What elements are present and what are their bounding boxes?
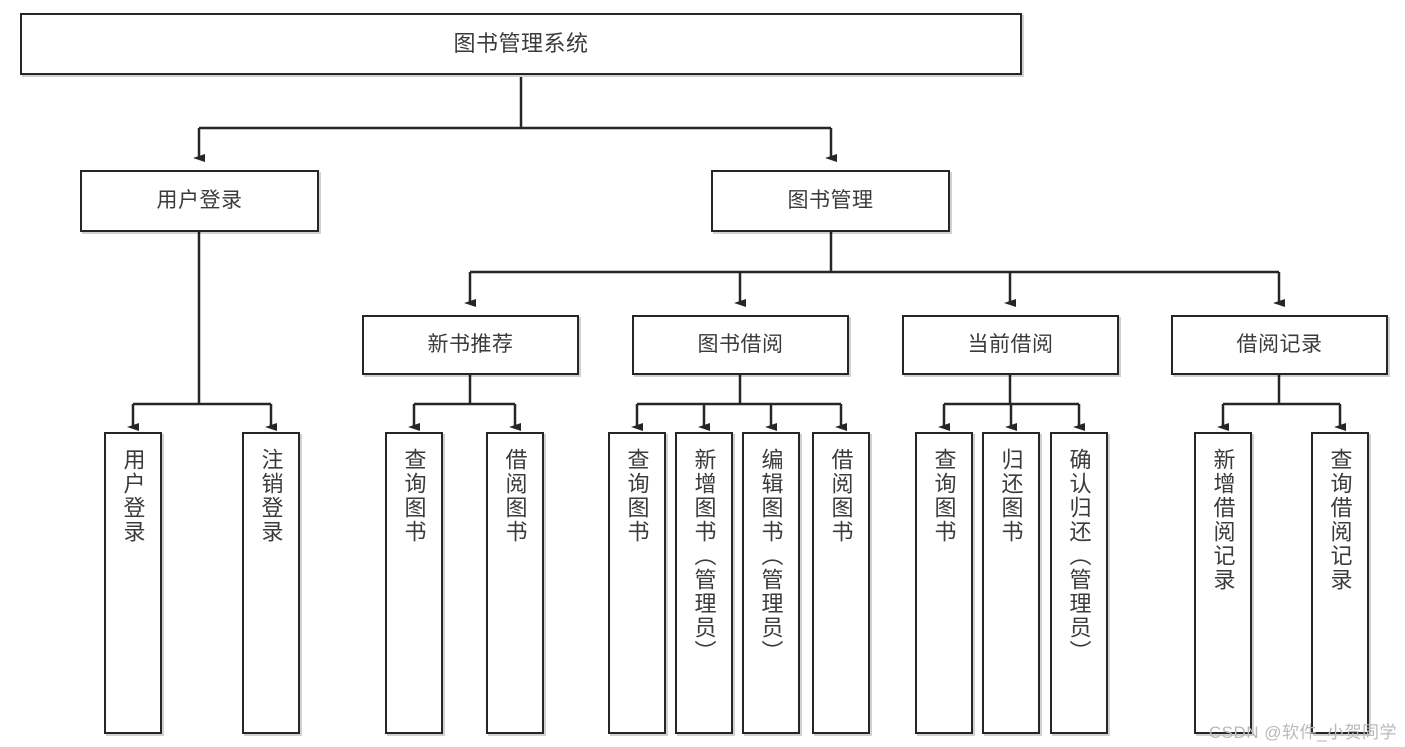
- node-user-login[interactable]: 用户登录: [80, 170, 319, 232]
- node-label: 新增图书（管理员）: [691, 448, 717, 664]
- leaf-borrow-edit-book[interactable]: 编辑图书（管理员）: [742, 432, 800, 734]
- node-label: 借阅图书: [828, 448, 854, 544]
- node-label: 查询借阅记录: [1327, 448, 1353, 592]
- leaf-borrow-borrow-book[interactable]: 借阅图书: [812, 432, 870, 734]
- leaf-recommend-query-book[interactable]: 查询图书: [385, 432, 443, 734]
- leaf-record-add-record[interactable]: 新增借阅记录: [1194, 432, 1252, 734]
- node-label: 图书借阅: [697, 333, 784, 357]
- node-label: 查询图书: [401, 448, 427, 544]
- leaf-current-confirm-return[interactable]: 确认归还（管理员）: [1050, 432, 1108, 734]
- node-current-borrow[interactable]: 当前借阅: [902, 315, 1119, 375]
- node-label: 注销登录: [258, 448, 284, 544]
- node-label: 确认归还（管理员）: [1066, 448, 1092, 664]
- node-label: 新增借阅记录: [1210, 448, 1236, 592]
- leaf-borrow-add-book[interactable]: 新增图书（管理员）: [675, 432, 733, 734]
- node-label: 图书管理系统: [453, 30, 589, 56]
- leaf-record-query-record[interactable]: 查询借阅记录: [1311, 432, 1369, 734]
- leaf-borrow-query-book[interactable]: 查询图书: [608, 432, 666, 734]
- node-label: 借阅图书: [502, 448, 528, 544]
- leaf-current-query-book[interactable]: 查询图书: [915, 432, 973, 734]
- node-book-borrow[interactable]: 图书借阅: [632, 315, 849, 375]
- node-label: 归还图书: [998, 448, 1024, 544]
- node-label: 当前借阅: [967, 333, 1054, 357]
- leaf-user-login-login[interactable]: 用户登录: [104, 432, 162, 734]
- node-label: 新书推荐: [427, 333, 514, 357]
- node-book-management[interactable]: 图书管理: [711, 170, 950, 232]
- leaf-recommend-borrow-book[interactable]: 借阅图书: [486, 432, 544, 734]
- leaf-current-return-book[interactable]: 归还图书: [982, 432, 1040, 734]
- node-new-book-recommend[interactable]: 新书推荐: [362, 315, 579, 375]
- node-label: 借阅记录: [1236, 333, 1323, 357]
- node-label: 用户登录: [120, 448, 146, 544]
- node-root-system[interactable]: 图书管理系统: [20, 13, 1022, 75]
- leaf-user-login-logout[interactable]: 注销登录: [242, 432, 300, 734]
- node-label: 编辑图书（管理员）: [758, 448, 784, 664]
- node-label: 用户登录: [156, 189, 243, 213]
- node-label: 查询图书: [624, 448, 650, 544]
- node-label: 查询图书: [931, 448, 957, 544]
- node-label: 图书管理: [787, 189, 874, 213]
- csdn-watermark: CSDN @软件_小贺同学: [1208, 723, 1397, 742]
- node-borrow-record[interactable]: 借阅记录: [1171, 315, 1388, 375]
